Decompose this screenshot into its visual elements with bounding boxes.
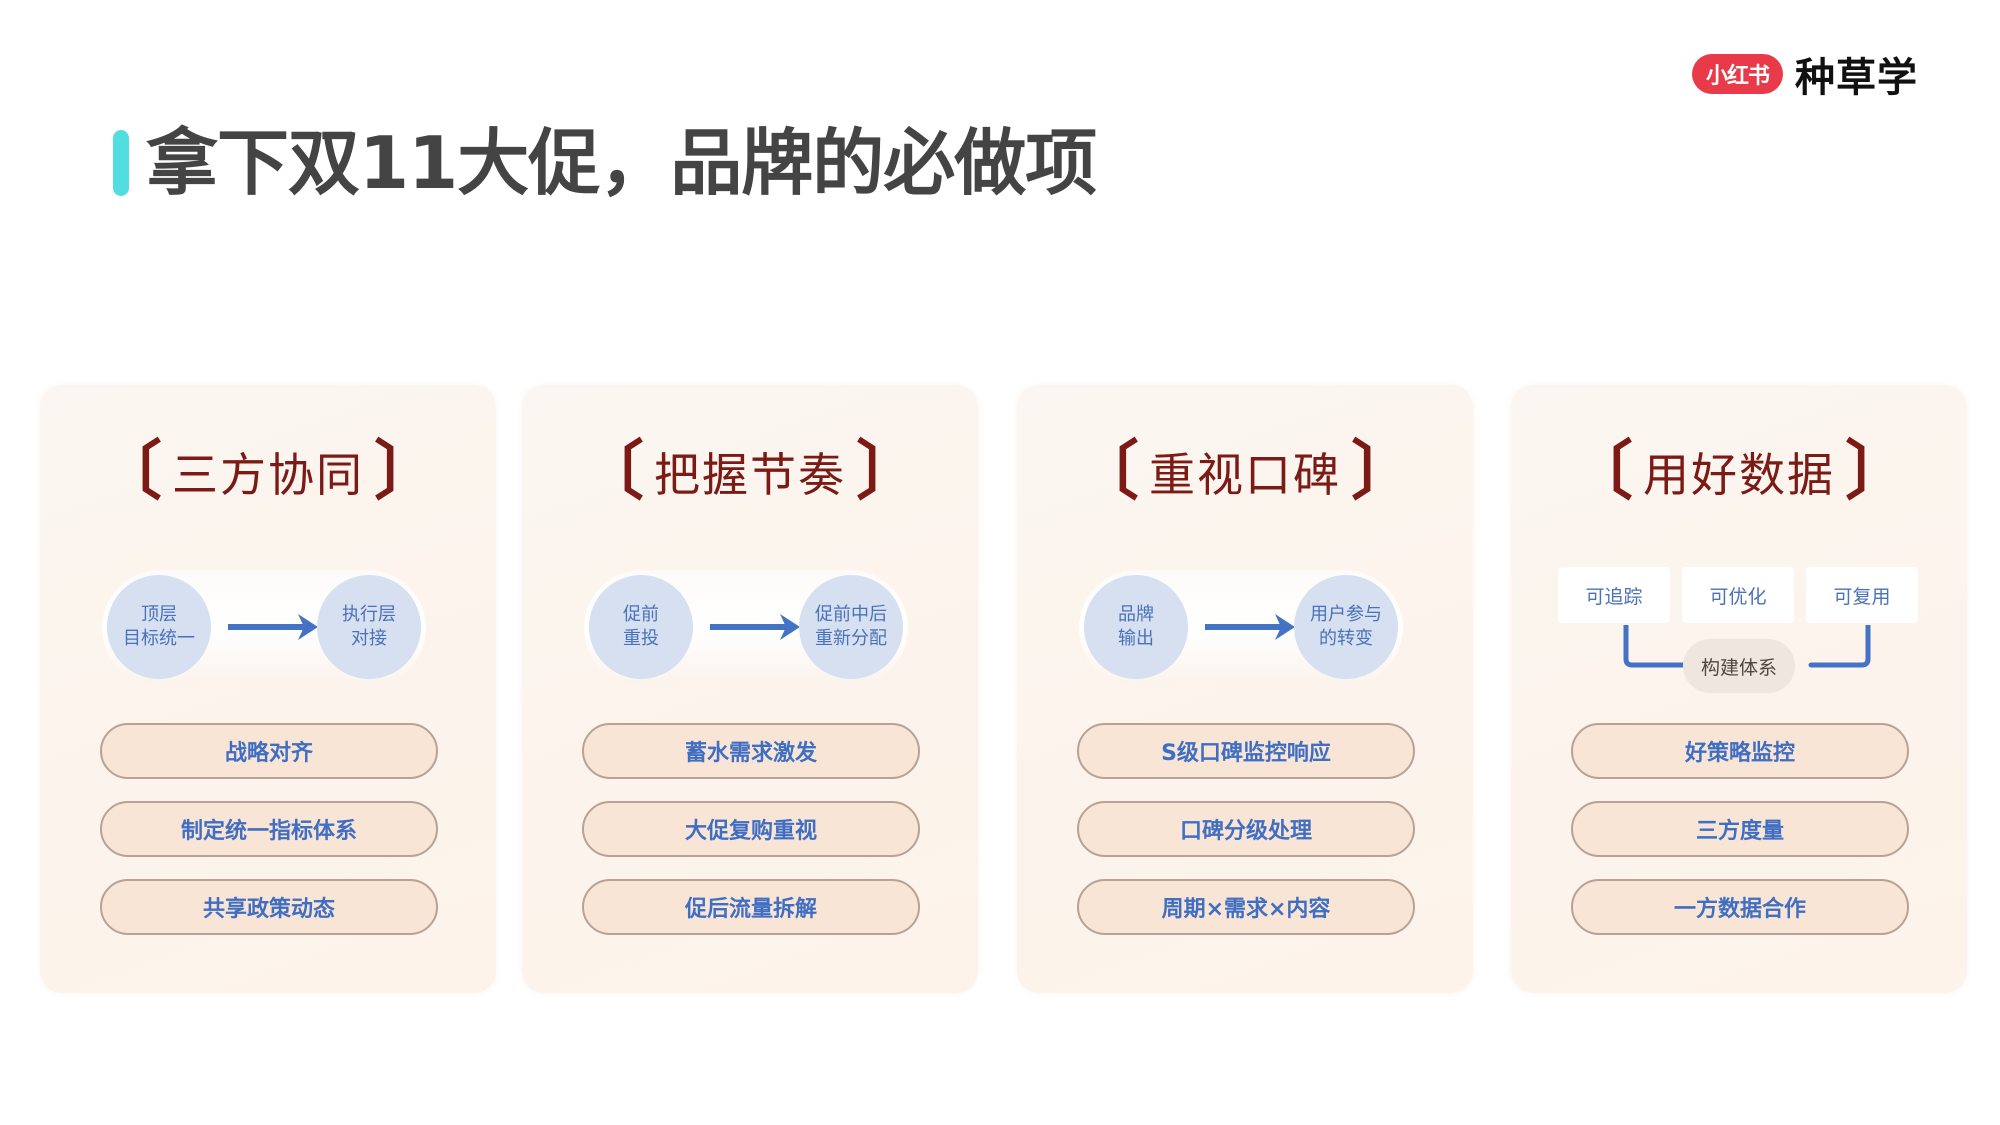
flow-diagram: 品牌 输出 用户参与 的转变 bbox=[1079, 570, 1403, 686]
action-pill: 三方度量 bbox=[1571, 801, 1909, 857]
card-use-data-well: 〔 用好数据 〕 可追踪 可优化 可复用 构建体系 好策略监控 三方度量 一方数… bbox=[1511, 385, 1967, 993]
build-system-label: 构建体系 bbox=[1683, 639, 1795, 693]
left-bracket-icon: 〔 bbox=[98, 434, 162, 509]
card-three-party-collab: 〔 三方协同 〕 顶层 目标统一 执行层 对接 战略对齐 制定统一指标体系 共享… bbox=[40, 385, 496, 993]
right-bracket-icon: 〕 bbox=[1845, 434, 1909, 509]
flow-to-line2: 对接 bbox=[351, 628, 387, 649]
action-pill: 口碑分级处理 bbox=[1077, 801, 1415, 857]
arrow-right-icon bbox=[710, 614, 800, 640]
action-pill: 促后流量拆解 bbox=[582, 879, 920, 935]
left-bracket-icon: 〔 bbox=[1075, 434, 1139, 509]
card-heading: 〔 三方协同 〕 bbox=[40, 437, 496, 507]
flow-diagram: 促前 重投 促前中后 重新分配 bbox=[584, 570, 908, 686]
action-pill: 一方数据合作 bbox=[1571, 879, 1909, 935]
action-pill: 好策略监控 bbox=[1571, 723, 1909, 779]
flow-from-circle: 品牌 输出 bbox=[1084, 575, 1188, 679]
flow-from-line2: 输出 bbox=[1118, 628, 1154, 649]
right-bracket-icon: 〕 bbox=[374, 434, 438, 509]
flow-to-circle: 用户参与 的转变 bbox=[1294, 575, 1398, 679]
action-pill: 周期×需求×内容 bbox=[1077, 879, 1415, 935]
flow-from-line1: 顶层 bbox=[141, 604, 177, 625]
card-heading-text: 重视口碑 bbox=[1149, 448, 1341, 502]
action-pill: 蓄水需求激发 bbox=[582, 723, 920, 779]
page-title: 拿下双11大促，品牌的必做项 bbox=[146, 121, 1097, 205]
flow-from-line2: 重投 bbox=[623, 628, 659, 649]
card-heading: 〔 重视口碑 〕 bbox=[1017, 437, 1473, 507]
action-pill: 共享政策动态 bbox=[100, 879, 438, 935]
left-bracket-icon: 〔 bbox=[580, 434, 644, 509]
action-pill: 战略对齐 bbox=[100, 723, 438, 779]
flow-from-circle: 顶层 目标统一 bbox=[107, 575, 211, 679]
data-box-trackable: 可追踪 bbox=[1558, 567, 1670, 623]
flow-to-line1: 用户参与 bbox=[1310, 604, 1382, 625]
card-heading-text: 三方协同 bbox=[172, 448, 364, 502]
card-grasp-rhythm: 〔 把握节奏 〕 促前 重投 促前中后 重新分配 蓄水需求激发 大促复购重视 促… bbox=[522, 385, 978, 993]
right-bracket-icon: 〕 bbox=[1351, 434, 1415, 509]
flow-from-line1: 品牌 bbox=[1118, 604, 1154, 625]
brand-name: 种草学 bbox=[1795, 55, 1919, 101]
brand-logo: 小红书 种草学 bbox=[1692, 52, 1918, 101]
title-accent-bar bbox=[113, 130, 129, 196]
connector-bracket-icon bbox=[1623, 625, 1871, 668]
flow-to-line1: 执行层 bbox=[342, 604, 396, 625]
flow-to-line2: 重新分配 bbox=[815, 628, 887, 649]
flow-from-line1: 促前 bbox=[623, 604, 659, 625]
flow-to-line2: 的转变 bbox=[1319, 628, 1373, 649]
flow-diagram: 顶层 目标统一 执行层 对接 bbox=[102, 570, 426, 686]
data-box-optimizable: 可优化 bbox=[1682, 567, 1794, 623]
action-pill: 制定统一指标体系 bbox=[100, 801, 438, 857]
flow-to-circle: 促前中后 重新分配 bbox=[799, 575, 903, 679]
xiaohongshu-badge: 小红书 bbox=[1692, 54, 1784, 94]
flow-to-circle: 执行层 对接 bbox=[317, 575, 421, 679]
arrow-right-icon bbox=[1205, 614, 1295, 640]
card-heading-text: 用好数据 bbox=[1643, 448, 1835, 502]
data-box-reusable: 可复用 bbox=[1806, 567, 1918, 623]
action-pill: S级口碑监控响应 bbox=[1077, 723, 1415, 779]
arrow-right-icon bbox=[228, 614, 318, 640]
flow-from-circle: 促前 重投 bbox=[589, 575, 693, 679]
flow-to-line1: 促前中后 bbox=[815, 604, 887, 625]
right-bracket-icon: 〕 bbox=[856, 434, 920, 509]
flow-from-line2: 目标统一 bbox=[123, 628, 195, 649]
card-heading: 〔 用好数据 〕 bbox=[1511, 437, 1967, 507]
action-pill: 大促复购重视 bbox=[582, 801, 920, 857]
card-heading-text: 把握节奏 bbox=[654, 448, 846, 502]
left-bracket-icon: 〔 bbox=[1569, 434, 1633, 509]
card-heading: 〔 把握节奏 〕 bbox=[522, 437, 978, 507]
card-value-reputation: 〔 重视口碑 〕 品牌 输出 用户参与 的转变 S级口碑监控响应 口碑分级处理 … bbox=[1017, 385, 1473, 993]
